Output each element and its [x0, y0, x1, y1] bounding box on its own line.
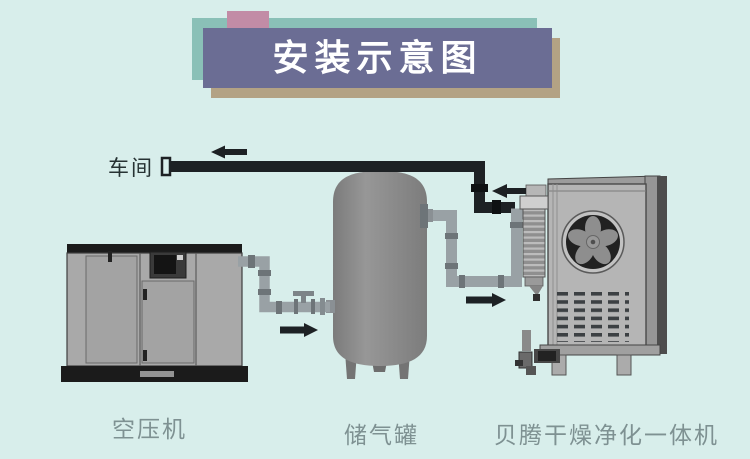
control-screen	[154, 255, 176, 274]
valve-handle	[293, 291, 314, 296]
drain-box-inner	[538, 351, 556, 361]
filter-cap	[519, 195, 549, 210]
door-latch	[143, 350, 147, 361]
dryer-side-panel	[644, 175, 660, 355]
outlet-pipe-black	[160, 156, 515, 214]
pipe-end-flange	[160, 156, 172, 177]
pipe-coupling	[445, 263, 458, 269]
base-vent	[140, 371, 174, 377]
filter-bottom	[524, 276, 544, 287]
pipe-end-flange	[320, 298, 325, 315]
pipe-tank-to-dryer	[420, 204, 531, 288]
tank-outlet-stub	[425, 209, 433, 222]
control-button	[177, 255, 183, 260]
pipe-coupling	[248, 255, 255, 268]
pipe-coupling	[445, 233, 458, 239]
compressor-left-door	[85, 255, 138, 364]
banner-background	[203, 28, 552, 88]
dryer-label: 贝腾干燥净化一体机	[494, 422, 719, 448]
pipe-compressor-to-tank	[238, 255, 330, 315]
pipe-coupling	[459, 275, 465, 288]
pipe-coupling	[276, 301, 282, 314]
door-latch	[108, 251, 112, 262]
workshop-label: 车间	[108, 157, 154, 180]
pipe-coupling	[510, 222, 523, 228]
valve-flange	[311, 299, 315, 314]
air-compressor	[61, 244, 248, 382]
filter-drain	[533, 294, 540, 301]
filter-cone	[529, 286, 543, 296]
tank-inlet-stub	[326, 300, 335, 313]
drain-pipe	[522, 330, 531, 351]
pipe-to-workshop-arrow	[211, 145, 247, 159]
tank-label: 储气罐	[344, 422, 419, 448]
pipe-coupling	[498, 275, 504, 288]
door-latch	[143, 289, 147, 300]
compressor-to-tank-arrow	[280, 323, 318, 337]
pipe-run	[433, 208, 531, 287]
valve-stem	[301, 295, 306, 303]
drain-valve-handle	[515, 360, 523, 366]
banner-accent-pink	[227, 11, 269, 30]
dryer-side-edge	[657, 176, 667, 354]
pipe-run	[238, 256, 330, 313]
tank-vessel	[333, 171, 427, 366]
filter-body	[522, 208, 546, 278]
fan-hub-cap	[590, 239, 596, 245]
compressor-mid-door	[141, 280, 195, 364]
air-tank	[326, 171, 433, 379]
compressor-top-strip	[67, 244, 242, 253]
dryer-unit	[515, 175, 667, 376]
pipe-coupling	[258, 289, 271, 295]
inlet-filter	[519, 184, 549, 301]
dryer-outlet-arrow	[492, 184, 526, 198]
pipe-coupling	[471, 184, 488, 192]
vent-grille	[557, 291, 629, 342]
drain-fitting	[526, 366, 536, 375]
pipe-coupling	[258, 270, 271, 276]
page-title: 安装示意图	[272, 37, 483, 78]
dryer-leg	[616, 354, 632, 376]
valve-flange	[294, 299, 298, 314]
compressor-label: 空压机	[112, 416, 187, 442]
filter-mount	[525, 184, 547, 198]
pipe-coupling	[492, 200, 501, 214]
tank-to-dryer-arrow	[466, 293, 506, 307]
tank-outlet-flange	[420, 204, 428, 228]
